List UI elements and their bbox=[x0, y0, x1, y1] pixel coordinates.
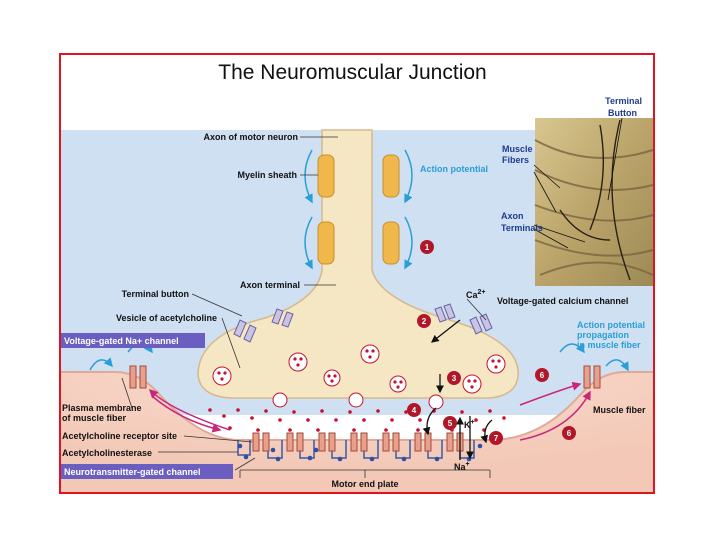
myelin-sheath-label: Myelin sheath bbox=[237, 170, 297, 180]
terminal-button-label: Terminal button bbox=[122, 289, 189, 299]
ap-propagation-label-line2: propagation bbox=[577, 330, 629, 340]
action-potential-arrow bbox=[304, 149, 313, 204]
diagram-title: The Neuromuscular Junction bbox=[218, 61, 487, 84]
plasma-membrane-label-line2: of muscle fiber bbox=[62, 413, 127, 423]
photo-terminal-button-label-line2: Button bbox=[608, 108, 637, 118]
muscle-fiber-label: Muscle fiber bbox=[593, 405, 646, 415]
step-7-label: 7 bbox=[494, 434, 499, 443]
axon-terminal-label: Axon terminal bbox=[240, 280, 300, 290]
na-channel-label: Voltage-gated Na+ channel bbox=[64, 336, 179, 346]
leader-lines bbox=[121, 136, 491, 478]
na-ion-label: Na+ bbox=[454, 461, 470, 472]
step-2-label: 2 bbox=[422, 317, 427, 326]
voltage-gated-na-channels bbox=[129, 365, 601, 389]
acetylcholine-receptor-site-label: Acetylcholine receptor site bbox=[62, 431, 177, 441]
action-potential-label: Action potential bbox=[420, 164, 488, 174]
acetylcholinesterase-dots bbox=[237, 443, 483, 462]
ca-ion-label: Ca2+ bbox=[466, 289, 486, 300]
axon-of-motor-neuron-label: Axon of motor neuron bbox=[204, 132, 299, 142]
muscle-fiber bbox=[61, 372, 653, 492]
muscle-ap-arrow bbox=[151, 395, 222, 433]
muscle-ap-arrow bbox=[519, 390, 591, 441]
acetylcholinesterase-label: Acetylcholinesterase bbox=[62, 448, 152, 458]
step-6b-label: 6 bbox=[567, 429, 572, 438]
action-potential-arrow bbox=[304, 216, 313, 270]
step-markers bbox=[407, 240, 576, 445]
ap-propagation-arc bbox=[605, 359, 629, 372]
na-channel-label-box bbox=[61, 333, 205, 348]
voltage-gated-calcium-channels bbox=[233, 303, 493, 343]
ap-propagation-label-line1: Action potential bbox=[577, 320, 645, 330]
photo-muscle-fibers-label-line2: Fibers bbox=[502, 155, 529, 165]
ap-propagation-arc bbox=[89, 357, 113, 371]
axon-terminal bbox=[197, 129, 519, 399]
acetylcholine-molecules-in-vesicles bbox=[217, 349, 501, 389]
motor-end-plate-label: Motor end plate bbox=[332, 479, 399, 489]
photo-muscle-fibers-label-line1: Muscle bbox=[502, 144, 533, 154]
myelin-sheath bbox=[317, 154, 335, 198]
vesicle-of-acetylcholine-label: Vesicle of acetylcholine bbox=[116, 313, 217, 323]
micrograph-fibers bbox=[534, 139, 654, 276]
step-3-label: 3 bbox=[452, 374, 457, 383]
micrograph-photo bbox=[535, 118, 653, 286]
voltage-gated-calcium-channel-label: Voltage-gated calcium channel bbox=[497, 296, 628, 306]
action-potential-arrow bbox=[404, 149, 413, 204]
plasma-membrane-label-line1: Plasma membrane bbox=[62, 403, 142, 413]
myelin-sheath bbox=[382, 154, 400, 198]
muscle-ap-arrow bbox=[519, 381, 582, 406]
ach-bind-arrow bbox=[422, 407, 437, 436]
nt-channel-label: Neurotransmitter-gated channel bbox=[64, 467, 201, 477]
photo-axon-terminals-label-line2: Terminals bbox=[501, 223, 543, 233]
k-ion-label: K+ bbox=[464, 419, 475, 430]
step-1-label: 1 bbox=[425, 243, 430, 252]
myelin-sheath bbox=[382, 221, 400, 265]
photo-terminal-button-label-line1: Terminal bbox=[605, 96, 642, 106]
acetylcholine-in-cleft bbox=[208, 408, 506, 432]
acetylcholine-vesicles bbox=[212, 344, 506, 410]
ap-propagation-label-line3: in muscle fiber bbox=[577, 340, 641, 350]
neurotransmitter-gated-channels bbox=[252, 432, 464, 452]
ca-influx-arrow bbox=[430, 319, 461, 343]
micrograph-axons bbox=[559, 119, 631, 281]
myelin-sheath bbox=[317, 221, 335, 265]
step7-arrow bbox=[480, 419, 493, 444]
photo-axon-terminals-label-line1: Axon bbox=[501, 211, 524, 221]
action-potential-arrow bbox=[404, 216, 413, 270]
micrograph-leaders bbox=[533, 117, 623, 249]
nt-channel-label-box bbox=[61, 464, 233, 479]
step-6-label: 6 bbox=[540, 371, 545, 380]
step-5-label: 5 bbox=[448, 419, 453, 428]
step-4-label: 4 bbox=[412, 406, 417, 415]
ap-propagation-arc bbox=[559, 343, 585, 354]
